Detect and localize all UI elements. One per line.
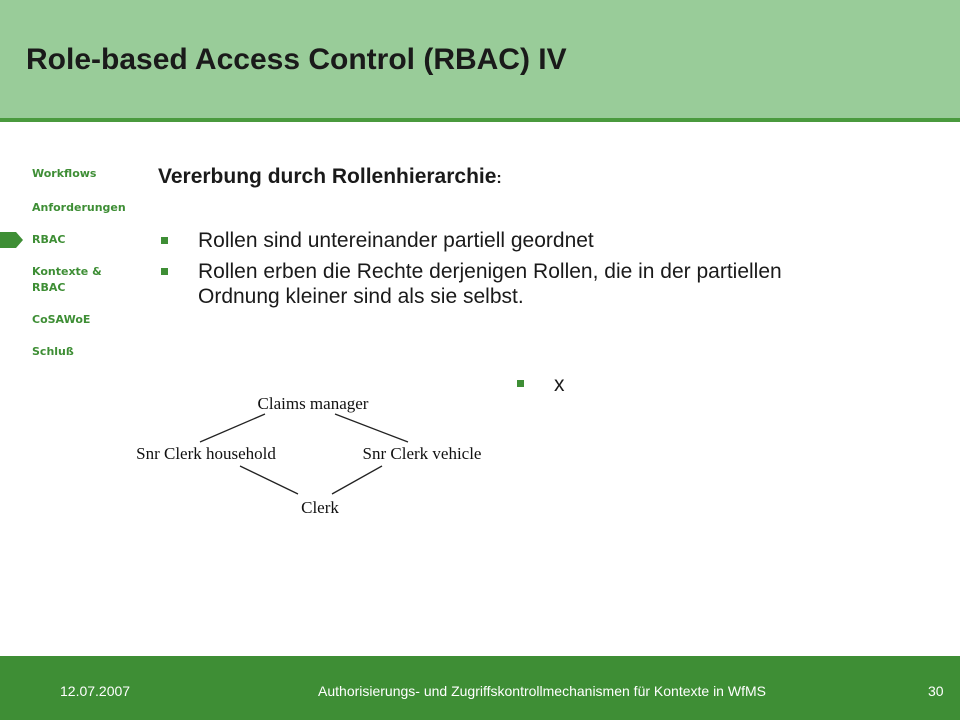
nav-item-schluss[interactable]: Schluß	[32, 345, 74, 358]
extra-bullet: x	[517, 370, 565, 400]
nav-item-kontexte-line2: RBAC	[32, 281, 66, 294]
edge-top-left	[199, 413, 266, 443]
node-claims-manager: Claims manager	[258, 394, 369, 413]
bullet-list: Rollen sind untereinander partiell geord…	[158, 228, 878, 309]
bullet-square-icon	[161, 237, 168, 244]
bullet-item: Rollen erben die Rechte derjenigen Rolle…	[158, 259, 838, 309]
edge-left-bottom	[239, 465, 299, 495]
nav-item-cosawoe[interactable]: CoSAWoE	[32, 313, 91, 326]
nav-item-kontexte-line1: Kontexte &	[32, 265, 102, 278]
footer-title-text: Authorisierungs- und Zugriffskontrollmec…	[318, 683, 766, 699]
heading-text: Vererbung durch Rollenhierarchie	[158, 165, 497, 188]
bullet-square-icon	[517, 380, 524, 387]
title-divider	[0, 118, 960, 122]
footer-bar	[0, 656, 960, 720]
footer-title: Authorisierungs- und Zugriffskontrollmec…	[0, 682, 960, 700]
nav-item-anforderungen[interactable]: Anforderungen	[32, 201, 126, 214]
edge-right-bottom	[331, 465, 383, 495]
bullet-item: Rollen sind untereinander partiell geord…	[158, 228, 878, 253]
extra-bullet-text: x	[554, 373, 565, 396]
slide-title: Role-based Access Control (RBAC) IV	[26, 43, 567, 76]
nav-item-kontexte-rbac[interactable]: Kontexte & RBAC	[32, 264, 102, 296]
footer-page-number: 30	[928, 683, 944, 699]
node-clerk: Clerk	[301, 498, 339, 517]
bullet-text: Rollen erben die Rechte derjenigen Rolle…	[198, 260, 782, 308]
footer-date: 12.07.2007	[60, 683, 131, 699]
nav-item-rbac[interactable]: RBAC	[32, 233, 66, 246]
content-heading: Vererbung durch Rollenhierarchie:	[158, 162, 502, 194]
role-hierarchy-diagram: Claims manager Snr Clerk household Snr C…	[136, 394, 482, 517]
nav-item-workflows[interactable]: Workflows	[32, 167, 97, 180]
bullet-text: Rollen sind untereinander partiell geord…	[198, 229, 594, 252]
edge-top-right	[334, 413, 409, 443]
node-snr-clerk-household: Snr Clerk household	[136, 444, 276, 463]
heading-colon: :	[496, 170, 502, 187]
current-section-arrow-icon	[0, 232, 23, 248]
title-bar	[0, 0, 960, 118]
bullet-square-icon	[161, 268, 168, 275]
node-snr-clerk-vehicle: Snr Clerk vehicle	[363, 444, 482, 463]
